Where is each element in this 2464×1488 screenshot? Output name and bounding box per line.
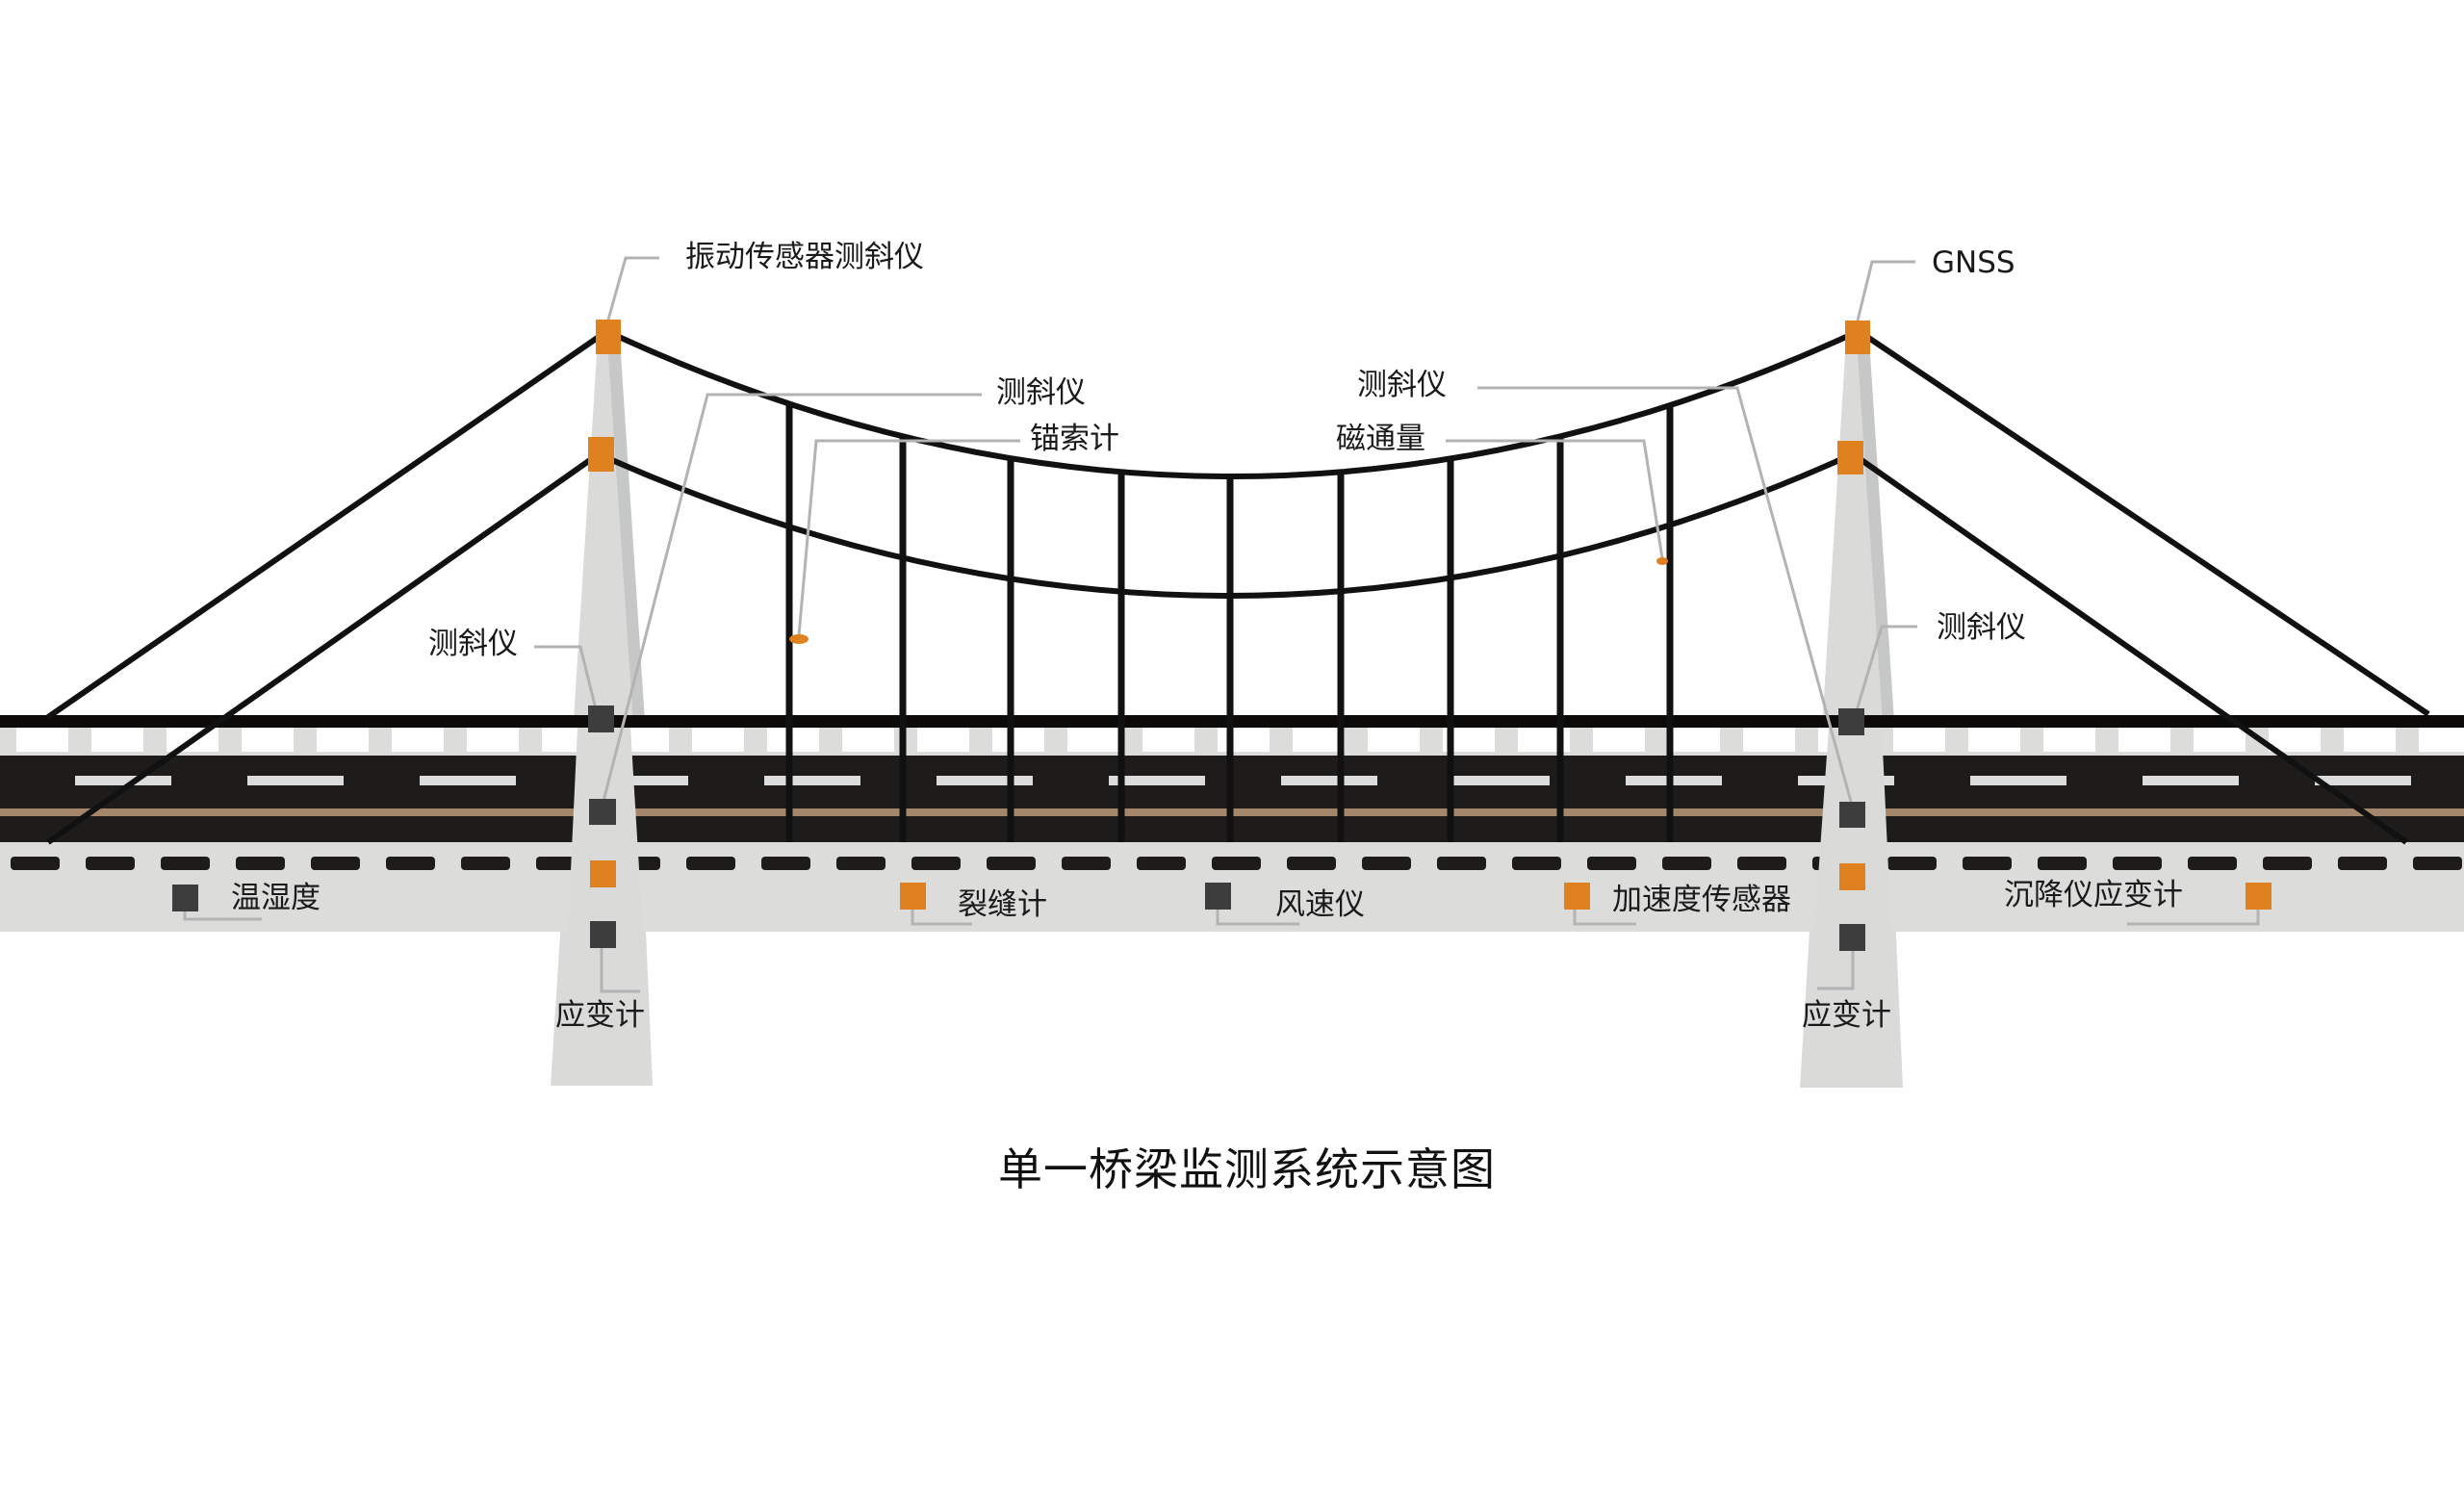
sensor-right-pylon-mid: [1837, 441, 1863, 475]
label-crack-meter: 裂缝计: [958, 887, 1047, 922]
sensor-left-pylon-mid: [588, 437, 614, 472]
sensors: [172, 320, 2272, 951]
sensor-accelerometer: [1564, 883, 1590, 910]
sensor-left-pylon-inclinometer: [588, 706, 614, 732]
sensor-gnss: [1845, 321, 1870, 354]
sensor-left-pylon-3: [590, 860, 616, 887]
label-settlement-strain: 沉降仪应变计: [2004, 878, 2183, 912]
sensor-right-pylon-2: [1839, 802, 1865, 828]
label-anemometer: 风速仪: [1275, 887, 1365, 922]
label-magnetic-flux: 磁通量: [1336, 422, 1425, 456]
sensor-left-strain: [590, 921, 616, 948]
hangers: [785, 403, 1674, 842]
leader-lines: [183, 256, 2260, 993]
sensor-left-pylon-2: [589, 799, 616, 825]
label-anchor-cable-meter: 锚索计: [1030, 422, 1119, 456]
label-right-pylon-inclinometer: 测斜仪: [1937, 610, 2026, 645]
right-pylon-front: [1814, 728, 1891, 932]
deck-dashes: [11, 857, 2462, 870]
label-vibration-inclinometer: 振动传感器测斜仪: [685, 240, 924, 274]
label-accelerometer: 加速度传感器: [1612, 883, 1791, 917]
sensor-anchor-cable-dot: [789, 634, 808, 644]
label-cable-inclinometer-right: 测斜仪: [1357, 368, 1447, 402]
label-gnss: GNSS: [1932, 245, 2015, 280]
railing-posts: [16, 728, 2464, 752]
sensor-vibration-inclinometer: [596, 320, 621, 354]
sensor-right-pylon-3: [1839, 863, 1865, 890]
diagram-title: 单一桥梁监测系统示意图: [998, 1143, 1496, 1195]
sensor-temp-humidity: [172, 885, 198, 911]
label-left-strain-gauge: 应变计: [555, 998, 645, 1033]
label-cable-inclinometer-left: 测斜仪: [996, 375, 1086, 410]
sensor-anemometer: [1205, 883, 1231, 910]
label-right-strain-gauge: 应变计: [1802, 998, 1891, 1033]
sensor-magnetic-flux-dot: [1656, 557, 1668, 565]
sensor-settlement: [2246, 883, 2272, 910]
left-pylon-front: [568, 728, 643, 932]
label-left-pylon-inclinometer: 测斜仪: [428, 627, 518, 661]
sensor-right-strain: [1839, 924, 1865, 951]
label-temp-humidity: 温湿度: [231, 881, 321, 915]
sensor-crack-meter: [900, 883, 926, 910]
sensor-right-pylon-inclinometer: [1838, 708, 1864, 735]
